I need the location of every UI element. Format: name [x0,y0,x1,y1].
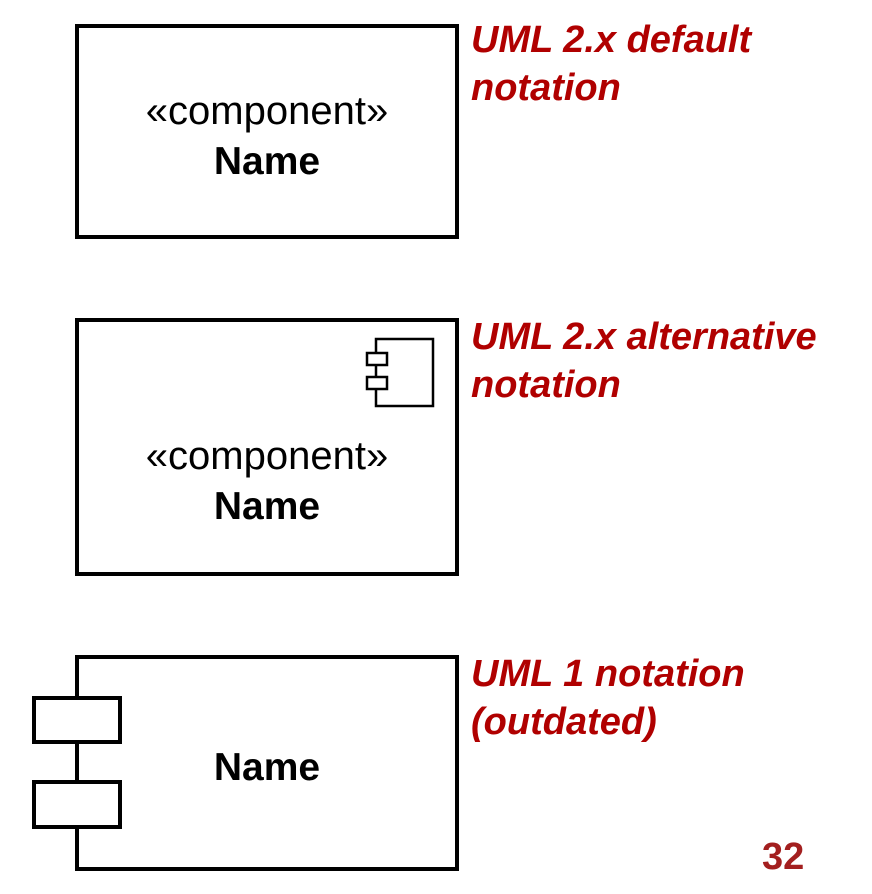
component-name: Name [213,140,321,183]
page-number: 32 [762,836,805,878]
stereotype-label: «component» [145,434,389,478]
caption-line: UML 2.x default [471,19,752,61]
component-icon-tab-lower [365,375,389,391]
caption-line: UML 2.x alternative [471,316,817,358]
caption-line: UML 1 notation [471,653,745,695]
component-icon-tab-upper [365,351,389,367]
caption-uml1-notation: UML 1 notation (outdated) [471,650,745,746]
component-name: Name [213,746,321,789]
component-box-default: «component» Name [75,24,459,239]
caption-alternative-notation: UML 2.x alternative notation [471,313,817,409]
component-tab-upper [32,696,122,744]
component-name: Name [213,485,321,528]
component-icon-body [374,337,435,408]
component-tab-lower [32,780,122,829]
stereotype-label: «component» [145,89,389,133]
caption-line: notation [471,67,621,109]
caption-line: (outdated) [471,701,657,743]
component-icon [365,337,435,408]
caption-default-notation: UML 2.x default notation [471,16,751,112]
component-box-alternative: «component» Name [75,318,459,576]
caption-line: notation [471,364,621,406]
component-box-uml1: Name [75,655,459,871]
